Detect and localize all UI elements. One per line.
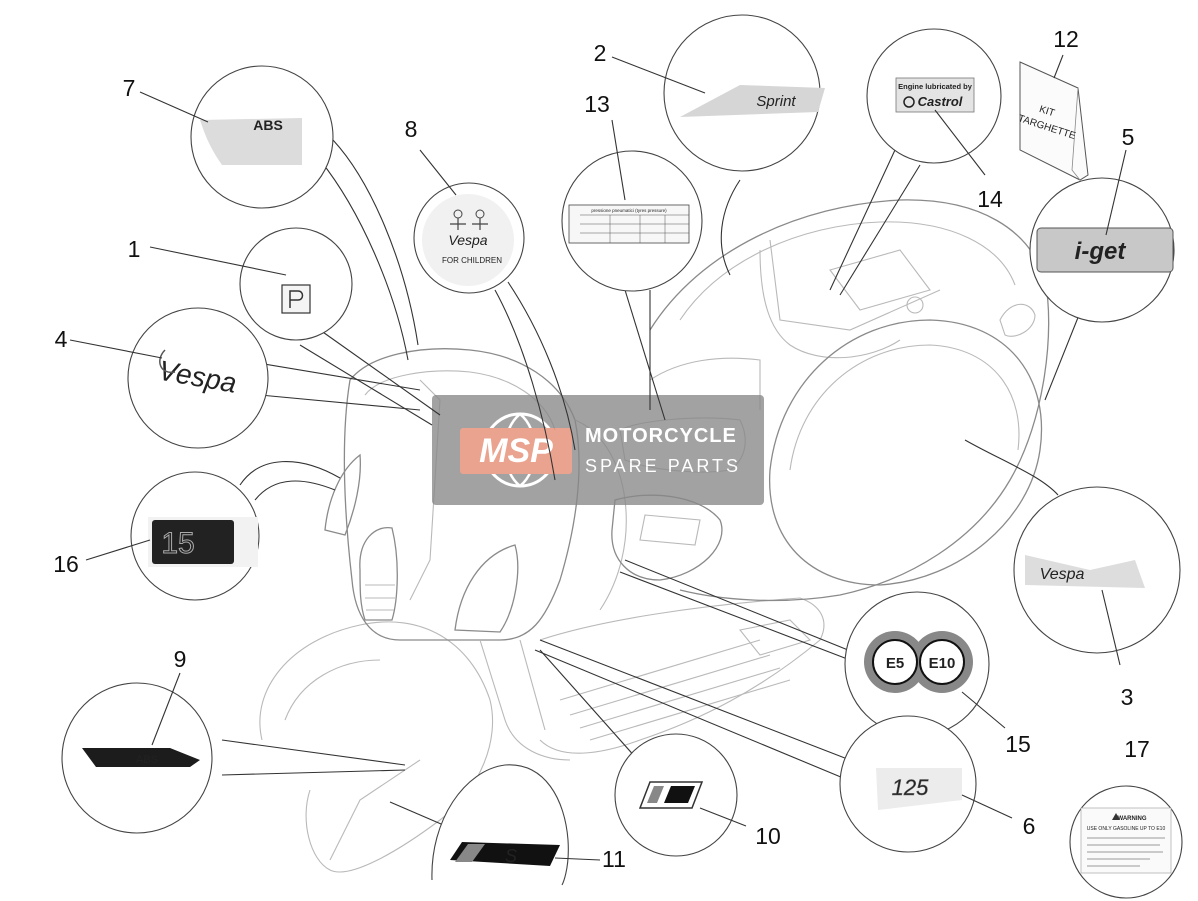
decal-kit-bag xyxy=(1019,61,1089,181)
decal-warning-label xyxy=(1080,807,1172,874)
callout-number-11: 11 xyxy=(602,846,626,872)
decal-abs-top-shape xyxy=(200,118,302,165)
decal-abs-bottom-text: ABS xyxy=(136,754,158,766)
callout-number-3: 3 xyxy=(1121,684,1134,710)
decal-e5-disc xyxy=(872,639,918,685)
callout-12: KIT TARGHETTE xyxy=(1017,54,1089,181)
decal-e10-text: E10 xyxy=(929,655,956,672)
callout-number-12: 12 xyxy=(1053,26,1079,52)
decal-15-text: 15 xyxy=(161,527,194,560)
callout-7: ABS xyxy=(139,65,419,361)
callout-number-1: 1 xyxy=(128,236,141,262)
watermark-logo-box xyxy=(460,428,572,474)
callout-number-5: 5 xyxy=(1122,124,1135,150)
callout-number-4: 4 xyxy=(55,326,68,352)
decal-e10-disc xyxy=(919,639,965,685)
callout-5: i-get xyxy=(1029,149,1175,401)
callout-3: Vespa xyxy=(964,439,1181,666)
watermark: MSP MOTORCYCLE SPARE PARTS xyxy=(432,395,764,505)
callout-4: Vespa xyxy=(69,307,421,449)
decal-iget xyxy=(1036,227,1174,273)
decal-kit-line1: KIT xyxy=(1038,104,1056,119)
callout-number-2: 2 xyxy=(594,40,607,66)
decal-s-small-frame xyxy=(638,781,704,809)
callout-number-15: 15 xyxy=(1005,731,1031,757)
callout-number-13: 13 xyxy=(584,91,610,117)
decal-iget-text: i-get xyxy=(1075,238,1127,265)
decal-castrol-brand: Castrol xyxy=(918,94,963,109)
watermark-logo: MSP xyxy=(479,432,553,470)
callout-number-17: 17 xyxy=(1124,736,1150,762)
decal-children-caption: FOR CHILDREN xyxy=(442,256,502,265)
callout-16: 15 xyxy=(85,461,341,601)
callout-8: Vespa FOR CHILDREN xyxy=(413,149,576,481)
callout-1 xyxy=(149,227,441,426)
decal-children-disc xyxy=(422,194,514,286)
callout-number-14: 14 xyxy=(977,186,1003,212)
callout-number-6: 6 xyxy=(1023,813,1036,839)
decal-warning-title: WARNING xyxy=(1118,816,1147,822)
decal-125-shape xyxy=(876,768,962,810)
decal-e5-text: E5 xyxy=(886,655,904,672)
decal-abs-bottom-shape xyxy=(82,748,200,767)
decal-sprint-text: Sprint xyxy=(756,93,796,110)
decal-warning-line1: USE ONLY GASOLINE UP TO E10 xyxy=(1087,826,1166,832)
watermark-band xyxy=(432,395,764,505)
decal-sprint-shape xyxy=(680,85,825,117)
watermark-line2: SPARE PARTS xyxy=(585,456,741,476)
callout-number-10: 10 xyxy=(755,823,781,849)
decal-piaggio-p xyxy=(281,284,311,314)
callout-10 xyxy=(539,649,747,857)
callout-2: Sprint xyxy=(611,14,825,276)
decal-tyre-title: pressione pneumatici (tyres pressure) xyxy=(591,208,667,213)
callout-number-8: 8 xyxy=(405,116,418,142)
decal-s-grey xyxy=(455,844,485,862)
decal-vespa-side-shape xyxy=(1025,555,1145,588)
callout-numbers: 1 2 3 4 5 6 7 8 9 10 11 12 13 14 15 16 1… xyxy=(53,26,1150,872)
callout-13: pressione pneumatici (tyres pressure) xyxy=(561,119,703,421)
callout-17: WARNING USE ONLY GASOLINE UP TO E10 xyxy=(1069,785,1183,899)
callout-number-9: 9 xyxy=(174,646,187,672)
watermark-line1: MOTORCYCLE xyxy=(585,425,737,447)
callout-11: S xyxy=(389,764,601,886)
bubble-4 xyxy=(127,307,269,449)
decal-castrol-line1: Engine lubricated by xyxy=(898,82,973,91)
decal-children-brand: Vespa xyxy=(448,232,487,248)
decal-125-text: 125 xyxy=(892,775,929,800)
callout-14: Engine lubricated by Castrol xyxy=(829,28,1002,296)
decal-15-badge xyxy=(152,520,234,564)
decal-abs-top-text: ABS xyxy=(253,117,283,133)
callout-15: E5 E10 xyxy=(619,559,1006,737)
callout-number-7: 7 xyxy=(123,75,136,101)
decal-s-letter: S xyxy=(505,846,517,866)
callout-number-16: 16 xyxy=(53,551,79,577)
bubble-1 xyxy=(239,227,353,341)
callout-9: ABS xyxy=(61,672,406,834)
decal-vespa-side-text: Vespa xyxy=(1040,566,1085,583)
callout-6: 125 xyxy=(534,639,1013,853)
